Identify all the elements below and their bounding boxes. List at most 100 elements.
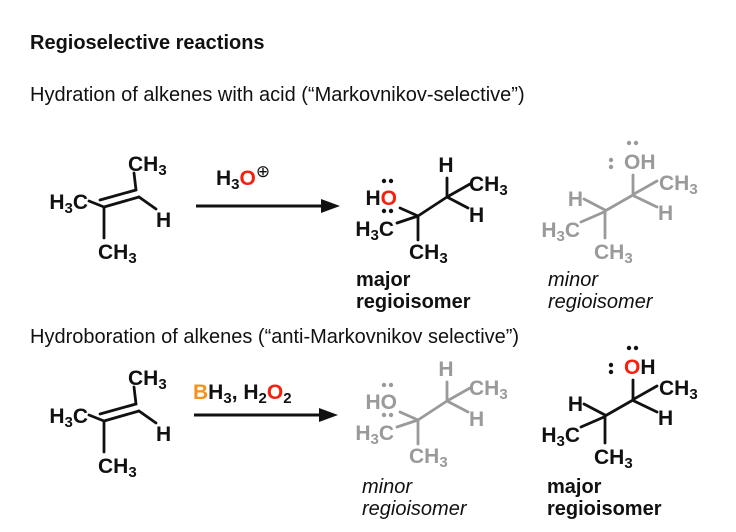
atom-label: CH3 <box>594 446 633 472</box>
atom-label: H <box>438 154 453 177</box>
atom-label: OH <box>624 151 656 174</box>
lone-pair-dot <box>608 369 614 375</box>
bond <box>445 182 472 199</box>
lone-pair-dot <box>608 164 614 170</box>
caption-line: regioisomer <box>362 497 467 520</box>
lone-pair-dot <box>626 140 632 146</box>
caption-line: minor <box>362 476 413 498</box>
caption-line: regioisomer <box>547 497 662 520</box>
bond <box>579 415 606 429</box>
bond <box>632 399 659 414</box>
bond <box>445 399 470 414</box>
atom-label: H <box>658 407 673 430</box>
bond <box>132 385 138 406</box>
atom-label: OH <box>624 356 656 379</box>
lone-pair-dot <box>388 178 394 184</box>
bond <box>102 409 141 423</box>
section-heading-hydration: Hydration of alkenes with acid (“Markovn… <box>30 84 525 106</box>
atom-label: H <box>469 204 484 227</box>
bond <box>445 386 472 403</box>
lone-pair-dot <box>633 140 639 146</box>
atom-label: H <box>568 393 583 416</box>
reagent-part: 3 <box>223 390 232 407</box>
bond <box>632 179 659 196</box>
lone-pair-dot <box>608 362 614 368</box>
atom-label: HO <box>365 187 397 210</box>
lone-pair-dot <box>633 345 639 351</box>
page-title: Regioselective reactions <box>30 32 265 54</box>
atom-label: CH3 <box>469 377 508 403</box>
atom-label: H3C <box>49 191 88 217</box>
lone-pair-dot <box>381 382 387 388</box>
atom-label: CH3 <box>98 455 137 481</box>
caption-major-regioisomer-1: major regioisomer <box>356 269 471 313</box>
caption-minor-regioisomer-1: minor regioisomer <box>548 269 653 313</box>
bond <box>416 399 449 422</box>
bond <box>398 206 420 218</box>
reaction-arrow-1 <box>196 199 340 213</box>
lone-pair-dot <box>388 208 394 214</box>
caption-line: regioisomer <box>356 290 471 313</box>
reagent-part: H <box>216 167 232 190</box>
reagent-hydronium: H3O⊕ <box>216 162 270 193</box>
caption-major-regioisomer-2: major regioisomer <box>547 476 662 520</box>
caption-line: major <box>356 269 411 291</box>
atom-label: H3C <box>355 218 394 244</box>
atom-label: H <box>156 423 171 446</box>
atom-label: CH3 <box>659 377 698 403</box>
bond <box>98 188 138 202</box>
bond <box>579 210 606 224</box>
atom-label: CH3 <box>409 445 448 471</box>
bond <box>102 195 141 209</box>
section-heading-hydroboration: Hydroboration of alkenes (“anti-Markovni… <box>30 326 520 348</box>
lone-pair-dot <box>388 382 394 388</box>
reagent-part: , H <box>231 381 259 404</box>
atom-label: CH3 <box>659 172 698 198</box>
bond <box>582 197 607 212</box>
lone-pair-dot <box>381 412 387 418</box>
bond <box>603 193 635 213</box>
lone-pair-dot <box>388 412 394 418</box>
bond <box>132 171 138 192</box>
oxygen-atom-label: O <box>239 167 256 190</box>
reagent-part: H <box>208 381 224 404</box>
lone-pair-dot <box>626 345 632 351</box>
reagent-part: 2 <box>258 390 267 407</box>
reagent-part: 3 <box>231 176 240 193</box>
bond <box>603 398 635 418</box>
lone-pair-dot <box>608 157 614 163</box>
bond <box>398 410 420 422</box>
bond <box>632 194 659 209</box>
caption-line: minor <box>548 269 599 291</box>
bond <box>445 195 470 210</box>
oxygen-atom-label: O <box>266 381 284 404</box>
atom-label: CH3 <box>409 241 448 267</box>
bond <box>582 402 607 417</box>
reagent-part: 2 <box>283 390 292 407</box>
atom-label: H <box>469 408 484 431</box>
plus-charge-icon: ⊕ <box>255 162 271 181</box>
atom-label: HO <box>365 391 397 414</box>
lone-pair-dot <box>381 208 387 214</box>
boron-atom-label: B <box>193 381 209 404</box>
lone-pair-dot <box>381 178 387 184</box>
atom-label: H3C <box>541 424 580 450</box>
bond <box>395 214 420 225</box>
bond <box>98 402 138 416</box>
atom-label: CH3 <box>594 241 633 267</box>
atom-label: H <box>438 358 453 381</box>
atom-label: CH3 <box>469 173 508 199</box>
caption-line: major <box>547 476 602 498</box>
bond <box>87 413 106 423</box>
bond <box>632 384 659 401</box>
atom-label: CH3 <box>128 367 167 393</box>
caption-line: regioisomer <box>548 290 653 313</box>
bond <box>395 418 420 429</box>
reagent-borane-peroxide: BH3, H2O2 <box>193 381 292 407</box>
bond <box>137 409 158 425</box>
